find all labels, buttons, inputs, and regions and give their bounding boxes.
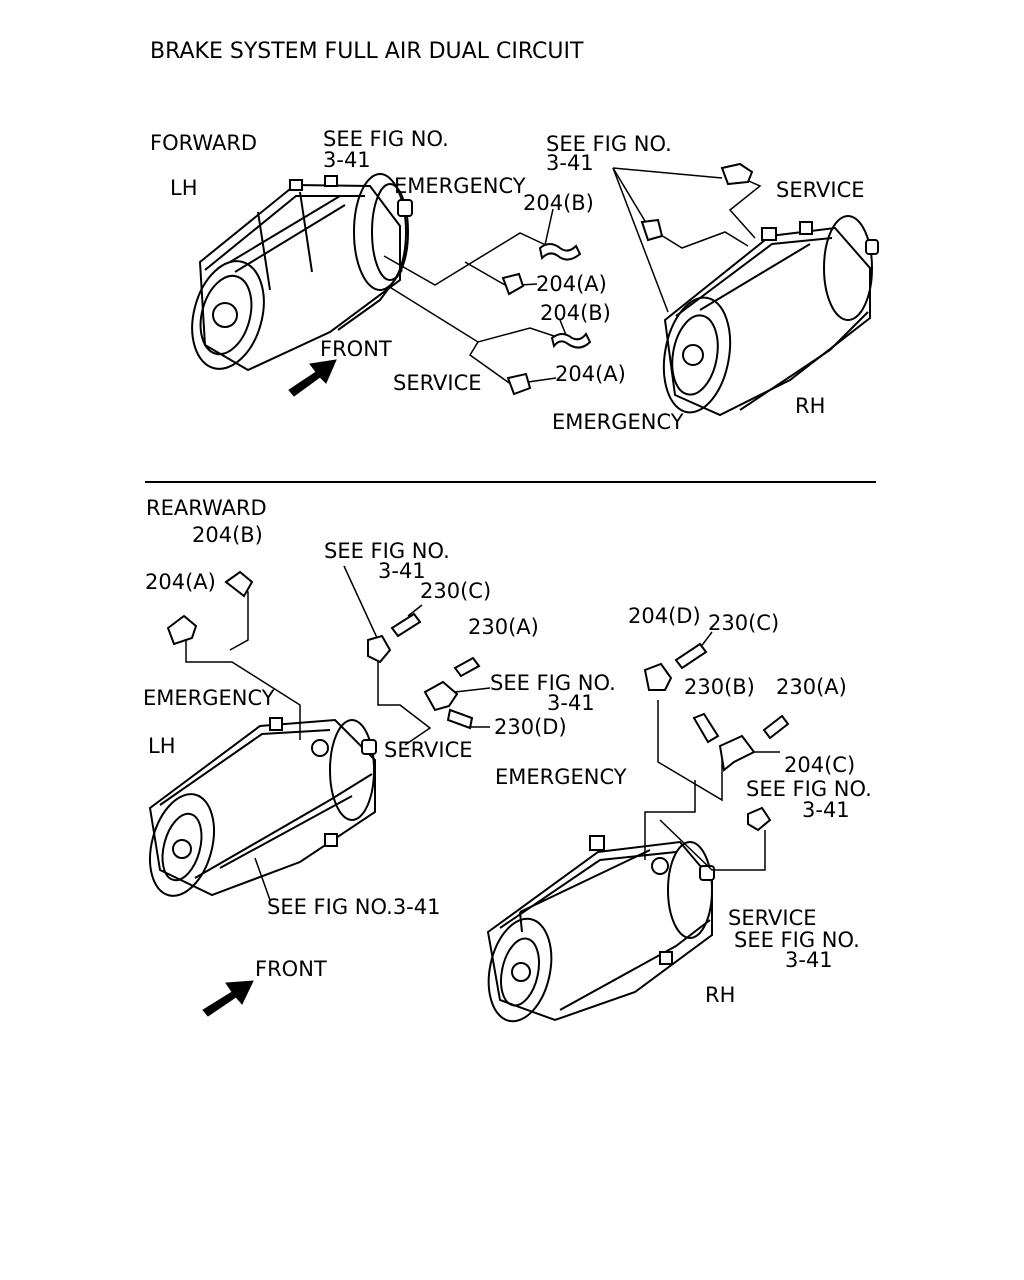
fitting-230a-rear-right (762, 714, 790, 740)
forward-see-fig-right-1: SEE FIG NO. (546, 132, 672, 156)
fitting-230d (446, 708, 474, 730)
fitting-204b-forward-1 (538, 243, 582, 261)
rearward-emergency-right: EMERGENCY (495, 765, 627, 789)
forward-front-label: FRONT (320, 337, 392, 361)
rearward-lh-label: LH (148, 734, 176, 758)
rearward-rh-label: RH (705, 983, 735, 1007)
rearward-see-fig-1-2: 3-41 (378, 559, 426, 583)
rearward-part-204d: 204(D) (628, 604, 701, 628)
fitting-230c-rear-right (674, 642, 708, 670)
forward-heading: FORWARD (150, 131, 257, 155)
fitting-see-fig-forward-rh-2 (640, 218, 664, 242)
fitting-204c (718, 734, 756, 772)
rearward-part-230c-right: 230(C) (708, 611, 779, 635)
rearward-part-230c-left: 230(C) (420, 579, 491, 603)
forward-rh-label: RH (795, 394, 825, 418)
fitting-230c-rear-left (390, 612, 422, 638)
rearward-part-230a-right: 230(A) (776, 675, 847, 699)
forward-part-204a-1: 204(A) (536, 272, 607, 296)
fitting-204b-forward-2 (550, 332, 592, 349)
forward-front-arrow-icon (288, 359, 337, 397)
fitting-230b (692, 712, 720, 744)
fitting-see-fig-rear-lh-2 (423, 680, 459, 712)
forward-section: FORWARD LH SEE FIG NO. 3-41 EMERGENCY SE… (150, 127, 879, 434)
forward-service-top: SERVICE (776, 178, 865, 202)
rearward-service-right: SERVICE (728, 906, 817, 930)
rearward-section: REARWARD 204(B) 204(A) SEE FIG NO. 3-41 … (143, 496, 872, 1023)
rearward-see-fig-4-2: 3-41 (785, 948, 833, 972)
rearward-see-fig-1-1: SEE FIG NO. (324, 539, 450, 563)
forward-see-fig-right-2: 3-41 (546, 151, 594, 175)
rearward-see-fig-bottom: SEE FIG NO.3-41 (267, 895, 441, 919)
forward-service-bottom: SERVICE (393, 371, 482, 395)
forward-emergency-top: EMERGENCY (394, 174, 526, 198)
rearward-part-204b: 204(B) (192, 523, 263, 547)
forward-rh-brake-chamber (662, 215, 879, 417)
fitting-see-fig-rear-rh (747, 806, 772, 832)
forward-see-fig-left-2: 3-41 (323, 148, 371, 172)
diagram-title: BRAKE SYSTEM FULL AIR DUAL CIRCUIT (150, 39, 584, 64)
rearward-part-204c: 204(C) (784, 753, 855, 777)
fitting-204a-forward-1 (501, 272, 525, 296)
forward-part-204a-2: 204(A) (555, 362, 626, 386)
fitting-see-fig-forward-rh-1 (720, 162, 754, 186)
fitting-230a-rear-left (453, 656, 481, 678)
rearward-see-fig-2-2: 3-41 (547, 691, 595, 715)
rearward-service-left: SERVICE (384, 738, 473, 762)
forward-part-204b-2: 204(B) (540, 301, 611, 325)
rearward-lh-brake-chamber (148, 717, 377, 897)
rearward-see-fig-3-1: SEE FIG NO. (746, 777, 872, 801)
rearward-see-fig-2-1: SEE FIG NO. (490, 671, 616, 695)
rearward-part-230d: 230(D) (494, 715, 567, 739)
fitting-204b-rear (224, 570, 254, 598)
rearward-part-204a: 204(A) (145, 570, 216, 594)
rearward-see-fig-4-1: SEE FIG NO. (734, 928, 860, 952)
rearward-part-230a-left: 230(A) (468, 615, 539, 639)
forward-lh-label: LH (170, 176, 198, 200)
rearward-heading: REARWARD (146, 496, 267, 520)
forward-emergency-bottom: EMERGENCY (552, 410, 684, 434)
rearward-front-arrow-icon (202, 980, 254, 1017)
rearward-rh-brake-chamber (486, 835, 715, 1023)
fitting-204d (643, 662, 673, 691)
rearward-part-230b: 230(B) (684, 675, 755, 699)
rearward-see-fig-3-2: 3-41 (802, 798, 850, 822)
forward-lh-brake-chamber (191, 173, 413, 372)
rearward-front-label: FRONT (255, 957, 327, 981)
forward-part-204b-1: 204(B) (523, 191, 594, 215)
rearward-emergency-left: EMERGENCY (143, 686, 275, 710)
fitting-204a-forward-2 (506, 372, 532, 396)
forward-see-fig-left-1: SEE FIG NO. (323, 127, 449, 151)
fitting-see-fig-rear-lh-1 (367, 634, 392, 664)
fitting-204a-rear (166, 614, 198, 646)
